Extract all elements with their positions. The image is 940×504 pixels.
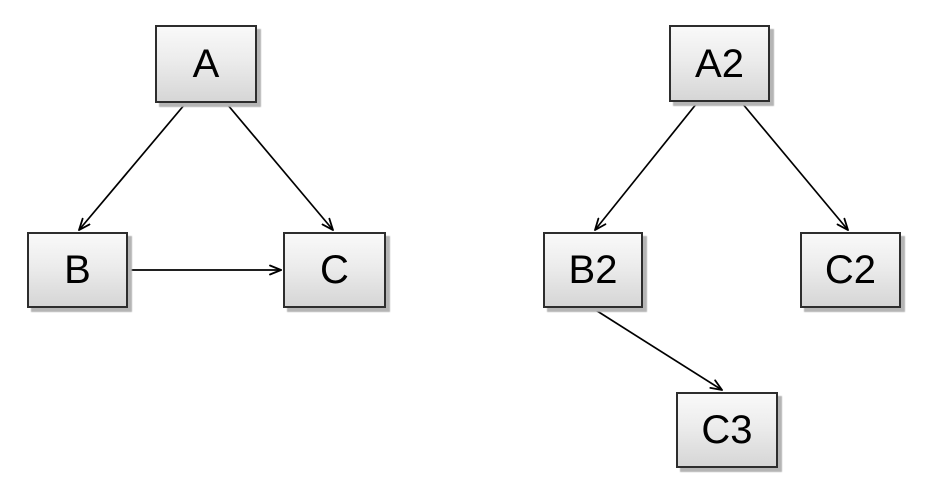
edge-A-to-C[interactable] <box>226 103 333 230</box>
node-B[interactable]: B <box>27 232 128 308</box>
node-A2[interactable]: A2 <box>669 25 770 102</box>
node-C-label: C <box>320 248 349 292</box>
node-C2-label: C2 <box>824 248 877 292</box>
node-A[interactable]: A <box>155 25 257 103</box>
node-C3[interactable]: C3 <box>676 392 778 468</box>
node-C3-label: C3 <box>701 408 753 452</box>
edge-A2-to-B2[interactable] <box>595 102 698 230</box>
edge-B2-to-C3[interactable] <box>593 308 722 390</box>
node-C[interactable]: C <box>283 232 386 308</box>
node-B2[interactable]: B2 <box>543 232 643 308</box>
node-A-label: A <box>192 42 220 86</box>
edge-A2-to-C2[interactable] <box>741 102 848 230</box>
node-A2-label: A2 <box>695 41 744 86</box>
node-C2[interactable]: C2 <box>800 232 901 308</box>
node-B-label: B <box>64 248 91 292</box>
node-B2-label: B2 <box>568 248 618 292</box>
edge-A-to-B[interactable] <box>79 103 186 230</box>
